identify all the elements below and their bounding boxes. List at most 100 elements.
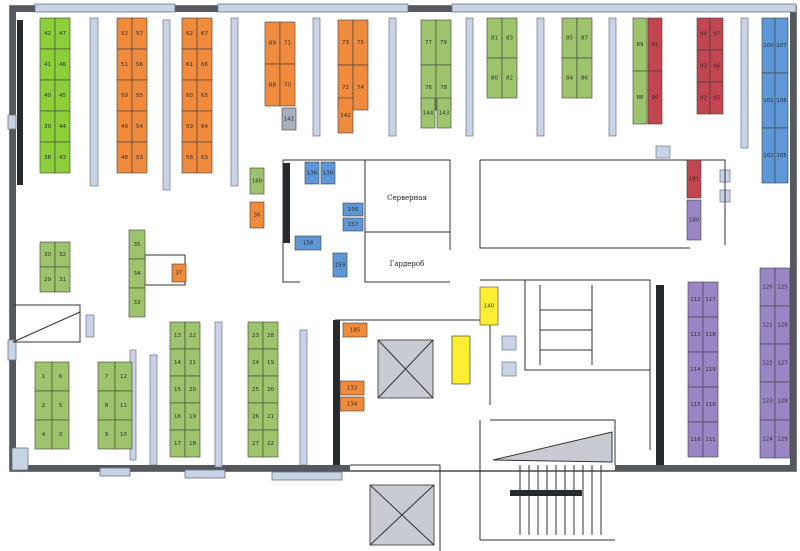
desk-number: 125 (777, 285, 788, 291)
desk-185[interactable] (342, 322, 368, 338)
desk-number: 120 (762, 285, 773, 291)
desk[interactable] (774, 127, 789, 184)
desk-157[interactable] (342, 217, 364, 232)
desk[interactable] (774, 419, 791, 459)
desk-number: 59 (186, 124, 193, 130)
desk-37[interactable] (171, 263, 187, 283)
desk-140[interactable] (479, 286, 499, 326)
desk-number: 54 (136, 124, 143, 130)
desk-number: 142 (340, 113, 351, 119)
desk-block: 91 90 (647, 17, 663, 125)
desk-181[interactable] (686, 159, 702, 199)
desk-number: 119 (705, 367, 716, 373)
desk[interactable] (702, 421, 719, 458)
desk-134[interactable] (339, 396, 365, 412)
desk-159[interactable] (332, 252, 348, 278)
desk-number: 22 (189, 333, 196, 339)
desk-158[interactable] (294, 235, 322, 251)
desk-number: 6 (59, 374, 63, 380)
desk[interactable] (51, 419, 70, 450)
desk-number: 78 (440, 85, 447, 91)
desk-number: 55 (136, 93, 143, 99)
desk-number: 47 (59, 31, 66, 37)
desk-number: 112 (690, 297, 701, 303)
desk-133[interactable] (339, 380, 365, 396)
sofa (451, 335, 471, 385)
desk-number: 60 (186, 93, 193, 99)
desk-number: 92 (700, 96, 707, 102)
desk-number: 127 (777, 361, 788, 367)
desk[interactable] (184, 429, 201, 458)
desk-number: 180 (689, 218, 700, 224)
desk-144[interactable] (420, 97, 436, 129)
desk-number: 13 (174, 333, 181, 339)
desk-number: 81 (491, 36, 498, 42)
desk-number: 16 (174, 414, 181, 420)
desk-number: 87 (581, 36, 588, 42)
desk-number: 66 (201, 62, 208, 68)
desk[interactable] (262, 429, 279, 458)
desk-number: 114 (690, 367, 701, 373)
desk[interactable] (576, 57, 593, 99)
desk-number: 19 (267, 360, 274, 366)
desk-142[interactable] (337, 97, 354, 134)
desk-number: 160 (252, 179, 263, 185)
desk-number: 27 (252, 441, 259, 447)
desk[interactable] (131, 141, 148, 174)
desk-number: 21 (189, 360, 196, 366)
desk-number: 18 (189, 441, 196, 447)
desk-number: 106 (776, 98, 787, 104)
desk-number: 15 (174, 387, 181, 393)
column-strips (85, 17, 749, 468)
desk-number: 93 (700, 64, 707, 70)
room-labels: Серверная Гардероб (387, 194, 427, 268)
desk-156[interactable] (342, 202, 364, 217)
desk-141[interactable] (281, 107, 297, 131)
desk-number: 5 (59, 403, 63, 409)
desk[interactable] (352, 64, 369, 111)
central-walls (12, 159, 726, 551)
desk[interactable] (128, 287, 146, 318)
desk[interactable] (54, 266, 71, 293)
desk-36[interactable] (249, 201, 265, 229)
desk-number: 39 (44, 124, 51, 130)
desk-143[interactable] (436, 97, 452, 129)
desk[interactable] (196, 141, 213, 174)
desk-number: 86 (581, 76, 588, 82)
desk-number: 140 (484, 304, 495, 310)
desk-number: 9 (105, 432, 109, 438)
desk-number: 91 (652, 42, 659, 48)
desk[interactable] (632, 70, 648, 125)
desk-number: 25 (252, 387, 259, 393)
desk[interactable] (114, 419, 133, 450)
desk-number: 10 (120, 432, 127, 438)
desk-number: 43 (59, 155, 66, 161)
desk-number: 1 (42, 374, 46, 380)
desk-number: 74 (357, 85, 364, 91)
desk[interactable] (279, 63, 296, 107)
desk-number: 128 (777, 399, 788, 405)
desk-180[interactable] (686, 199, 702, 241)
desk-160[interactable] (249, 167, 265, 195)
desk-number: 158 (303, 241, 314, 247)
desk-number: 138 (323, 171, 334, 177)
desk-number: 51 (121, 62, 128, 68)
desk-number: 95 (713, 96, 720, 102)
desk[interactable] (54, 141, 71, 174)
desk-number: 90 (652, 95, 659, 101)
desk[interactable] (709, 81, 724, 115)
desk-136[interactable] (304, 161, 320, 185)
desk-number: 80 (491, 76, 498, 82)
desk[interactable] (647, 70, 663, 125)
desk-number: 40 (44, 93, 51, 99)
desk-number: 62 (186, 31, 193, 37)
desk[interactable] (501, 57, 518, 99)
desk-number: 35 (134, 242, 141, 248)
desk-number: 156 (348, 207, 359, 213)
desk-138[interactable] (320, 161, 336, 185)
